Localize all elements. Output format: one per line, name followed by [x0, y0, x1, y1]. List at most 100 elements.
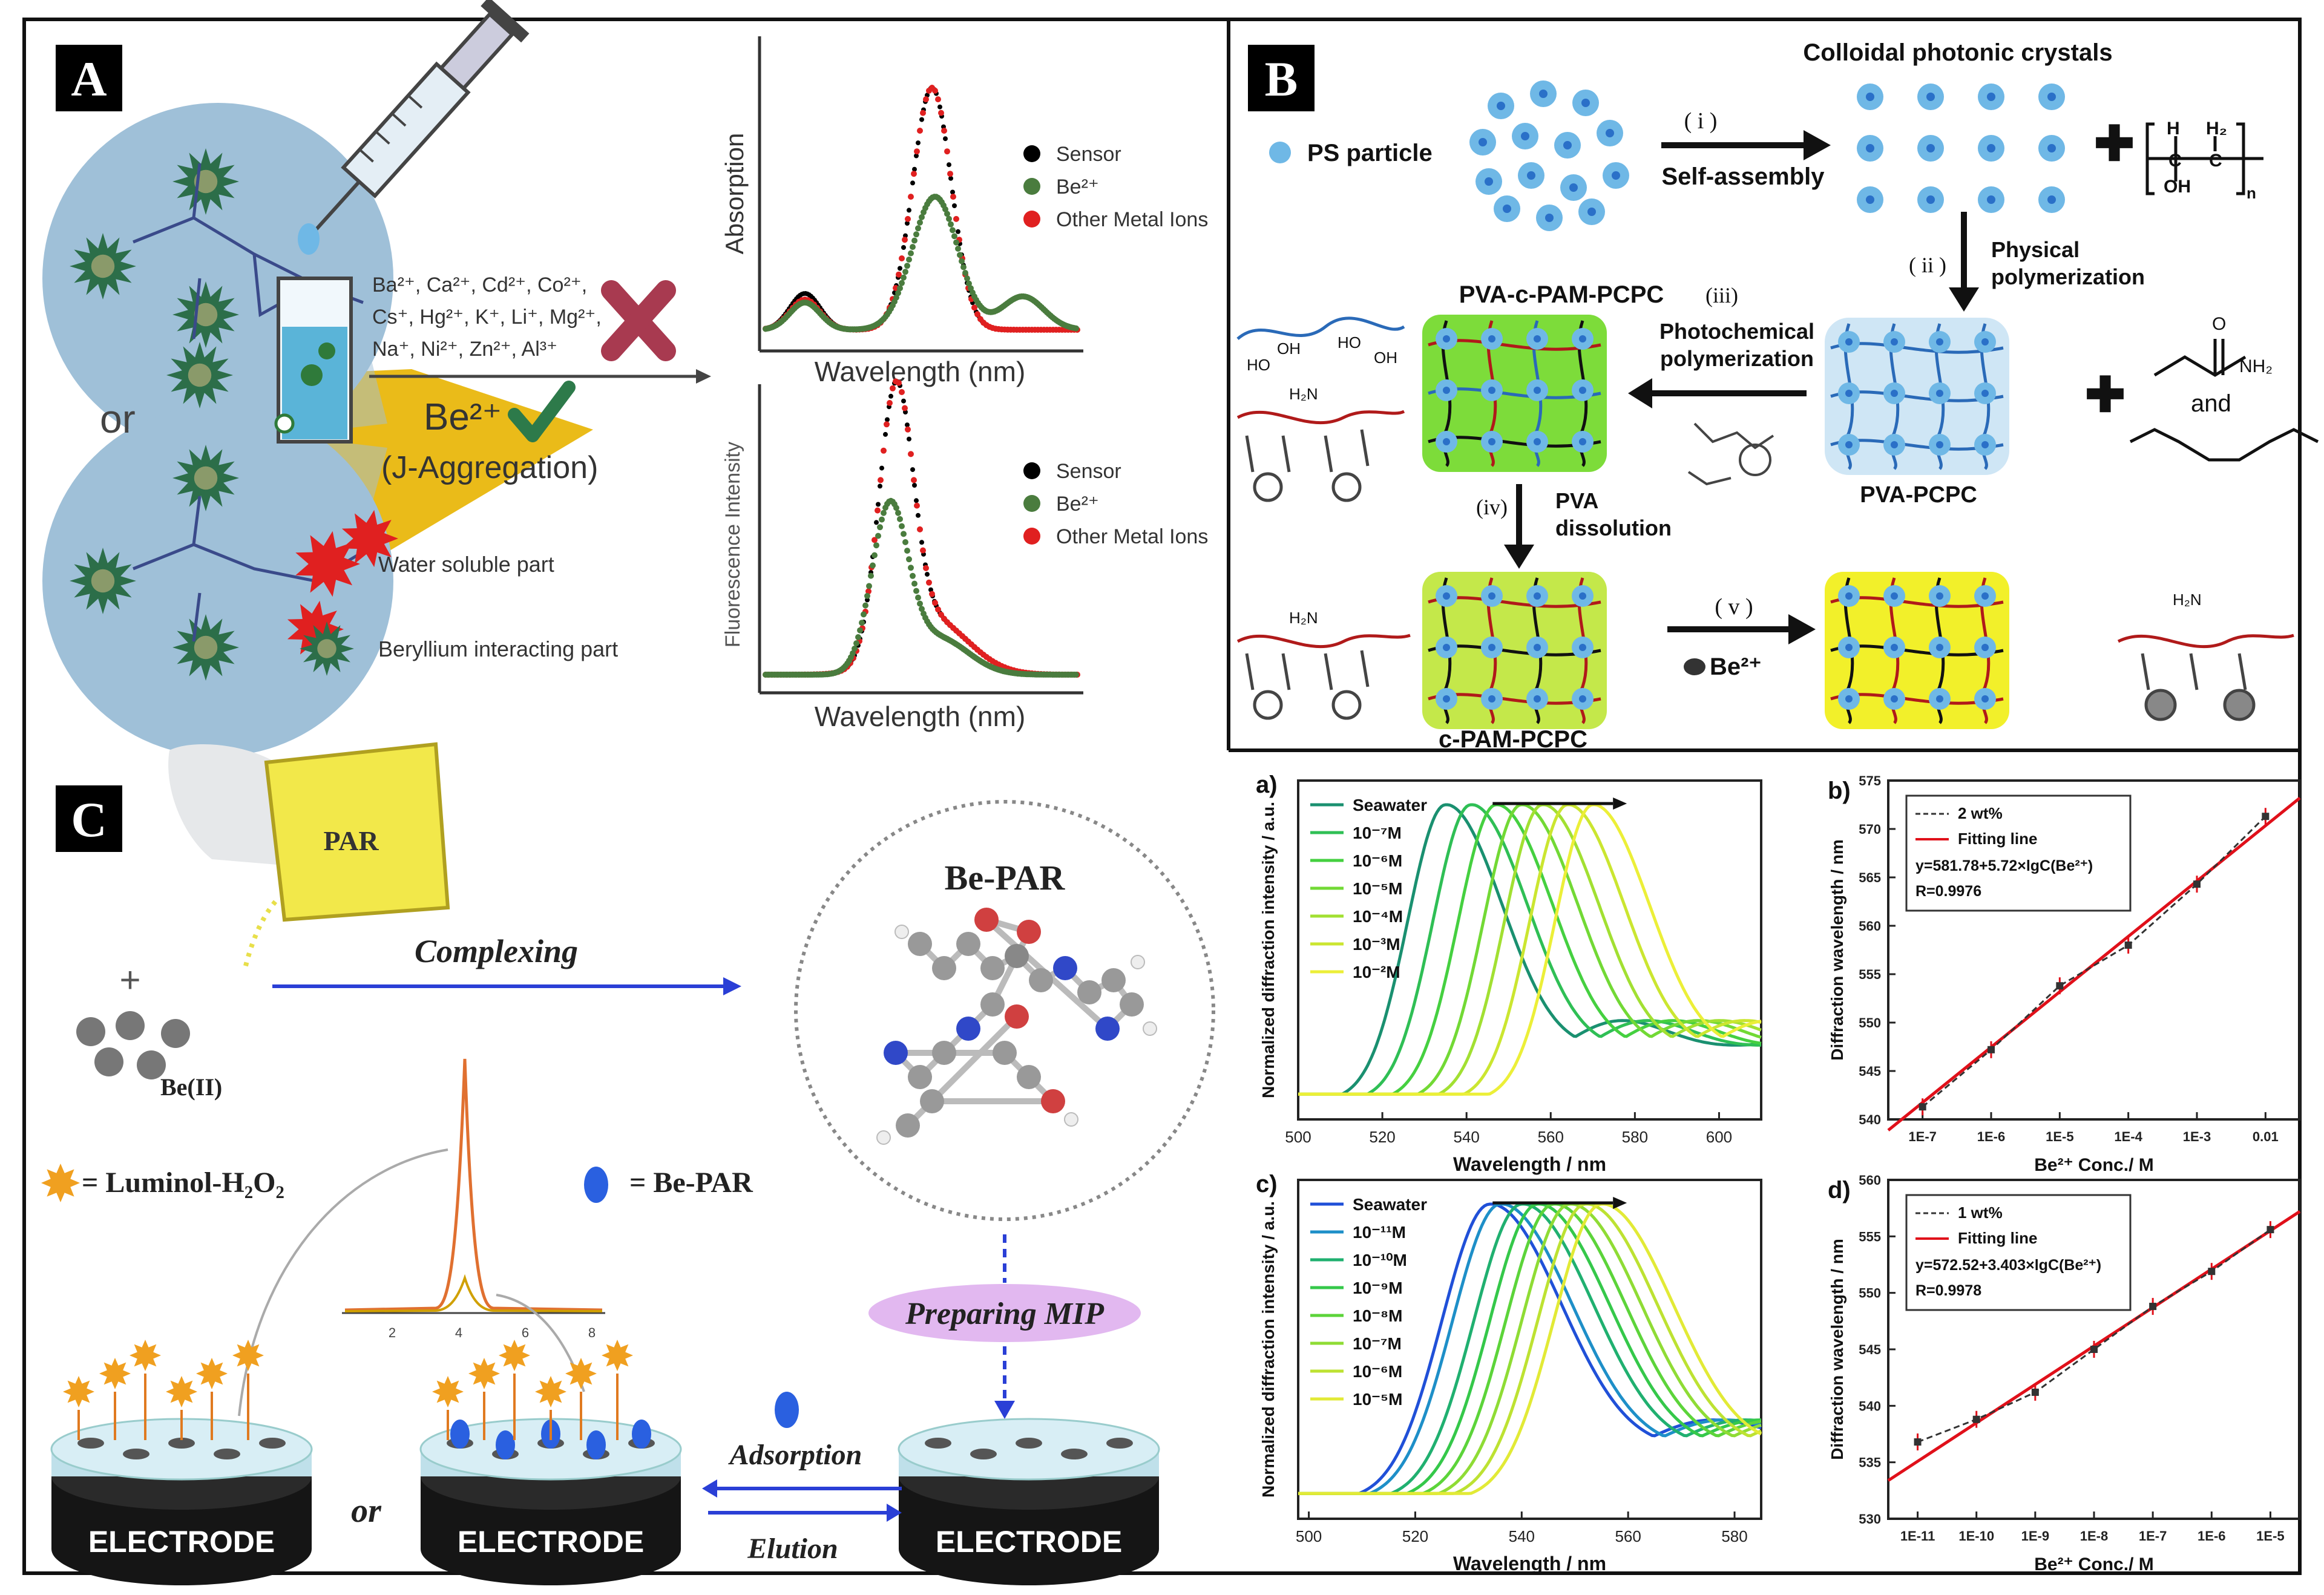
arrow-iv-head	[1504, 545, 1534, 569]
legend-entry: 10⁻⁷M	[1353, 824, 1402, 842]
gel-particle-core	[1891, 644, 1898, 651]
abs-other-point	[905, 215, 911, 222]
abs-sensor-point	[950, 189, 955, 195]
fl-be-point	[913, 588, 919, 594]
chain-oh-1: OH	[1277, 339, 1301, 358]
abs-be-point	[906, 257, 912, 263]
fl-other-point	[875, 507, 881, 514]
abs-be-point	[942, 206, 948, 212]
hydrogen-atom	[894, 925, 909, 939]
fl-other-point	[926, 579, 932, 586]
abs-sensor-point	[901, 245, 906, 250]
abs-be-point	[895, 290, 901, 296]
panel-b-badge	[1248, 45, 1315, 111]
abs-legend-sensor-marker	[1023, 145, 1040, 162]
luminol-star-icon	[535, 1376, 566, 1407]
x-tick-label: 540	[1453, 1128, 1479, 1146]
fl-be-point	[911, 580, 917, 587]
series-line	[1298, 803, 1762, 1096]
y-tick-label: 570	[1859, 822, 1881, 837]
y-tick-label: 560	[1859, 1173, 1881, 1188]
legend-entry: Seawater	[1353, 796, 1427, 814]
data-point	[2090, 1346, 2098, 1353]
abs-sensor-point	[912, 166, 917, 172]
shift-arrow-head	[1613, 1197, 1627, 1209]
fl-be-point	[875, 532, 881, 539]
data-point	[1972, 1415, 1980, 1423]
abs-other-point	[908, 194, 914, 200]
fl-be-point	[852, 646, 858, 652]
abs-sensor-point	[937, 104, 942, 110]
abs-sensor-point	[907, 208, 911, 213]
arrow-i-head	[1804, 130, 1831, 160]
preparing-mip-badge	[868, 1284, 1141, 1342]
panel-b: B PS particle Colloidal photonic crystal…	[1236, 39, 2319, 753]
luminol-star-icon	[41, 1164, 80, 1202]
fl-be-point	[1073, 672, 1079, 678]
ps-particle-cluster	[1469, 80, 1629, 231]
abs-be-point	[908, 250, 914, 257]
atom	[956, 932, 980, 956]
fl-be-point	[902, 539, 908, 545]
fl-other-point	[881, 447, 887, 454]
j-aggregation-text: (J-Aggregation)	[381, 450, 598, 485]
gel-particle-core	[1845, 441, 1853, 448]
ps-particle-core	[1485, 177, 1493, 186]
gel-particle-core	[1443, 335, 1450, 342]
abs-be-point	[899, 280, 905, 286]
ps-particle-core	[1581, 99, 1590, 107]
data-point	[1914, 1438, 1922, 1446]
abs-be-point	[948, 221, 954, 228]
x-tick-label: 560	[1615, 1527, 1641, 1545]
panel-a: A	[42, 0, 1208, 756]
hydrogen-atom	[1064, 1112, 1078, 1127]
chart-panel-label: c)	[1256, 1171, 1278, 1197]
series-line	[1298, 1202, 1762, 1495]
atom	[1053, 956, 1077, 980]
luminol-star-icon	[602, 1340, 633, 1371]
fl-be-point	[850, 650, 856, 657]
gear-icon-core	[194, 466, 218, 490]
fl-other-point	[878, 477, 884, 483]
abs-other-point	[923, 96, 929, 103]
plus-c: +	[119, 960, 140, 1000]
red-star-icon	[295, 531, 360, 597]
imprint-cavity	[168, 1438, 195, 1449]
panel-a-badge	[56, 45, 122, 111]
imprint-cavity	[214, 1449, 240, 1459]
acrylamide-structure	[2129, 339, 2319, 462]
luminol-text: = Luminol-H₂O₂	[82, 1167, 284, 1199]
fl-sensor-point	[879, 465, 884, 471]
fl-other-point	[923, 565, 929, 571]
fl-be-point	[895, 509, 901, 516]
abs-be-point	[902, 269, 908, 275]
crystal-particle-core	[1926, 93, 1935, 101]
acrylamide-o: O	[2212, 314, 2226, 334]
atom	[974, 908, 999, 932]
plot-frame	[1297, 779, 1762, 1121]
chart-panel-label: d)	[1828, 1177, 1851, 1204]
fl-be-point	[919, 606, 925, 612]
x-tick-label: 560	[1538, 1128, 1564, 1146]
pva-structure	[2145, 122, 2263, 195]
fl-sensor-point	[925, 572, 930, 577]
absorption-ylabel: Absorption	[720, 133, 749, 255]
electrode-left	[50, 1340, 313, 1585]
colloidal-title: Colloidal photonic crystals	[1803, 39, 2112, 66]
chain-oh-2: OH	[1374, 349, 1397, 367]
abs-other-point	[950, 194, 956, 200]
pour-stream	[243, 900, 278, 969]
fl-be-point	[908, 565, 914, 571]
imprint-cavity	[123, 1449, 149, 1459]
abs-sensor-point	[910, 180, 915, 186]
atom	[896, 1113, 920, 1138]
abs-other-point	[944, 148, 950, 155]
atom	[1029, 968, 1053, 992]
gel-particle-core	[1534, 644, 1541, 651]
gel-particle-core	[1488, 644, 1495, 651]
gel-particle-core	[1891, 338, 1898, 346]
series-line	[1298, 1202, 1762, 1495]
abs-be-point	[962, 270, 968, 276]
fl-sensor-point	[883, 431, 888, 437]
